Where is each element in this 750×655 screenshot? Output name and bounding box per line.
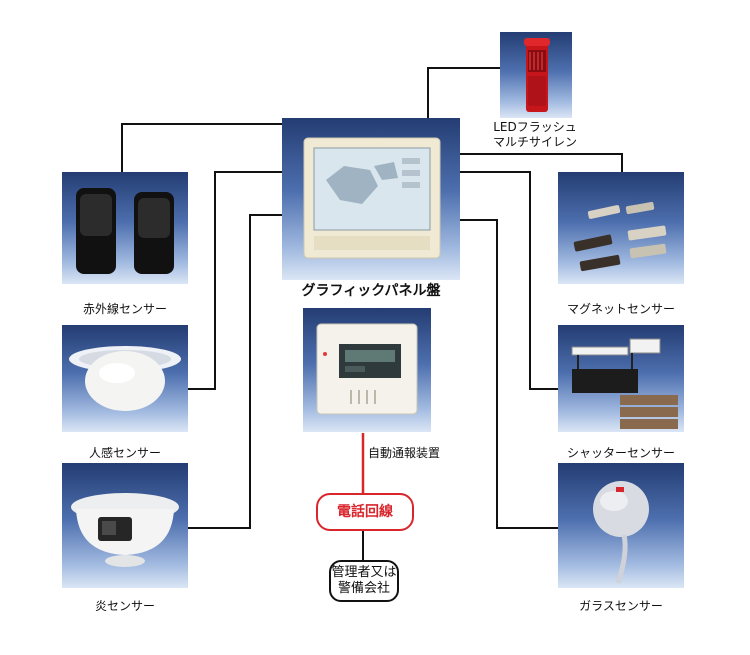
shutter-sensor-icon [558,325,684,432]
wire-siren [428,68,500,118]
human-sensor-photo [62,325,188,432]
flame-sensor-photo [62,463,188,588]
wire-human [188,172,282,389]
shutter-sensor-label: シャッターセンサー [558,446,684,461]
auto-dialer-photo [303,308,431,432]
wire-glass [460,220,558,528]
graphic-panel-label: グラフィックパネル盤 [282,284,460,299]
flame-sensor-icon [62,463,188,588]
infrared-sensor-label: 赤外線センサー [62,302,188,317]
recipient-line1: 管理者又は [331,565,396,581]
infrared-sensor-icon [62,172,188,284]
wire-magnet [460,154,622,172]
siren-photo [500,32,572,118]
glass-sensor-photo [558,463,684,588]
magnet-sensor-icon [558,172,684,284]
infrared-sensor-photo [62,172,188,284]
wire-shutter [460,172,558,389]
siren-label: LEDフラッシュ マルチサイレン [480,120,590,150]
recipient-line2: 警備会社 [338,581,390,597]
human-sensor-icon [62,325,188,432]
siren-label-line1: LEDフラッシュ [480,120,590,135]
shutter-sensor-photo [558,325,684,432]
glass-sensor-icon [558,463,684,588]
recipient-box: 管理者又は 警備会社 [329,560,399,602]
glass-sensor-label: ガラスセンサー [558,599,684,614]
wire-infrared [122,124,282,172]
auto-dialer-label: 自動通報装置 [368,446,468,461]
wire-flame [188,215,282,528]
human-sensor-label: 人感センサー [62,446,188,461]
siren-label-line2: マルチサイレン [480,135,590,150]
graphic-panel-icon [282,118,460,280]
phone-line-box: 電話回線 [316,493,414,531]
graphic-panel-photo [282,118,460,280]
magnet-sensor-photo [558,172,684,284]
auto-dialer-icon [303,308,431,432]
magnet-sensor-label: マグネットセンサー [558,302,684,317]
flame-sensor-label: 炎センサー [62,599,188,614]
siren-icon [500,32,572,118]
